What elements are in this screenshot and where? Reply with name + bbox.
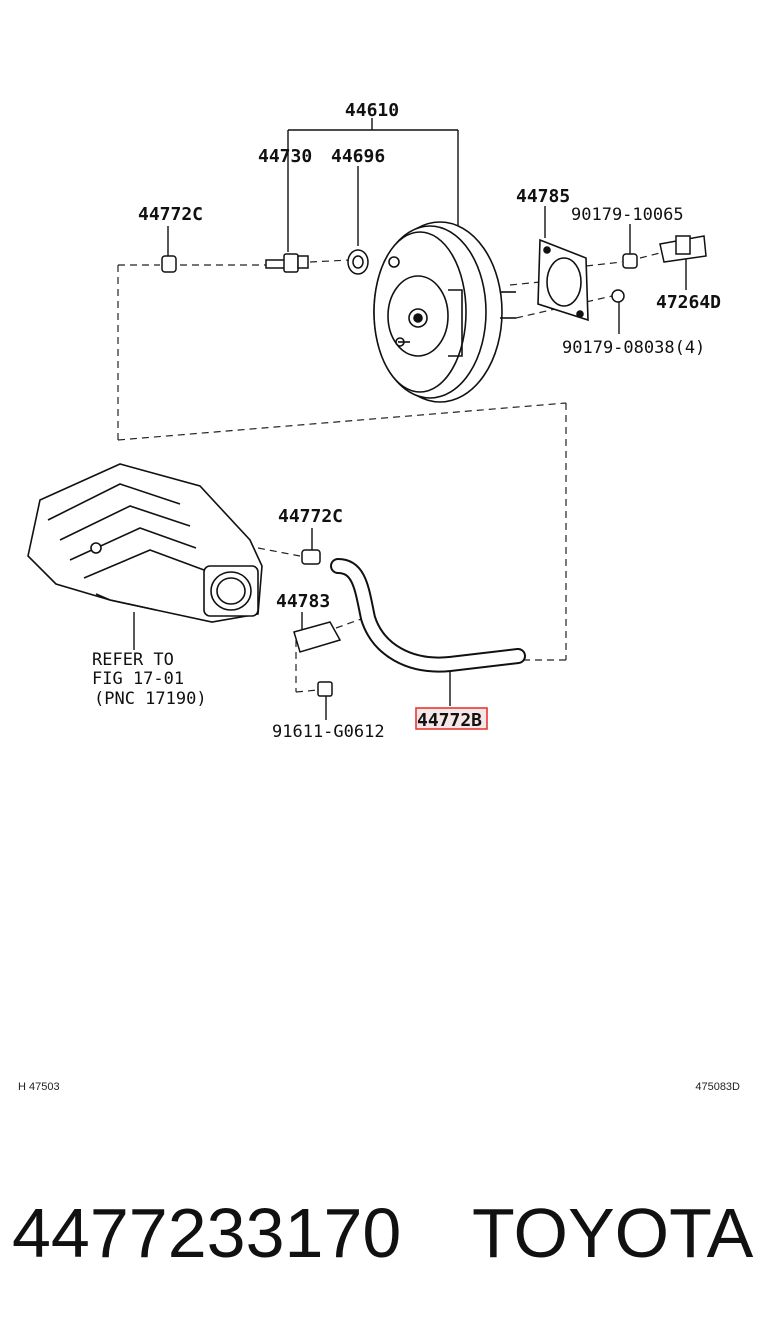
label-91611: 91611-G0612 (272, 722, 385, 742)
label-44696: 44696 (331, 146, 385, 167)
label-44772c-top: 44772C (138, 204, 203, 225)
label-44772b: 44772B (417, 710, 482, 731)
callout-labels: 44610 44730 44696 44772C 44785 90179-100… (138, 100, 721, 742)
label-90179-10065: 90179-10065 (571, 205, 684, 225)
brake-booster (373, 221, 516, 403)
intake-manifold (27, 463, 263, 623)
refer-line-3: (PNC 17190) (94, 689, 207, 709)
refer-line-1: REFER TO (92, 650, 174, 670)
label-44772c-mid: 44772C (278, 506, 343, 527)
part-number: 4477233170 (12, 1194, 402, 1272)
brand-name: TOYOTA (472, 1194, 754, 1272)
gasket (537, 238, 589, 322)
leader-lines (133, 118, 687, 720)
drawing-code-left: H 47503 (18, 1081, 60, 1093)
label-47264d: 47264D (656, 292, 721, 313)
highlight-box (415, 707, 488, 730)
highlighted-part-44772b[interactable]: 44772B (415, 707, 488, 731)
label-44785: 44785 (516, 186, 570, 207)
refer-note: REFER TO FIG 17-01 (PNC 17190) (92, 650, 207, 709)
label-90179-08038: 90179-08038(4) (562, 338, 705, 358)
label-44730: 44730 (258, 146, 312, 167)
vacuum-hose (330, 558, 526, 673)
drawing-code-right: 475083D (695, 1081, 740, 1093)
label-44610: 44610 (345, 100, 399, 121)
label-44783: 44783 (276, 591, 330, 612)
refer-line-2: FIG 17-01 (92, 669, 184, 689)
hardware (161, 235, 707, 697)
